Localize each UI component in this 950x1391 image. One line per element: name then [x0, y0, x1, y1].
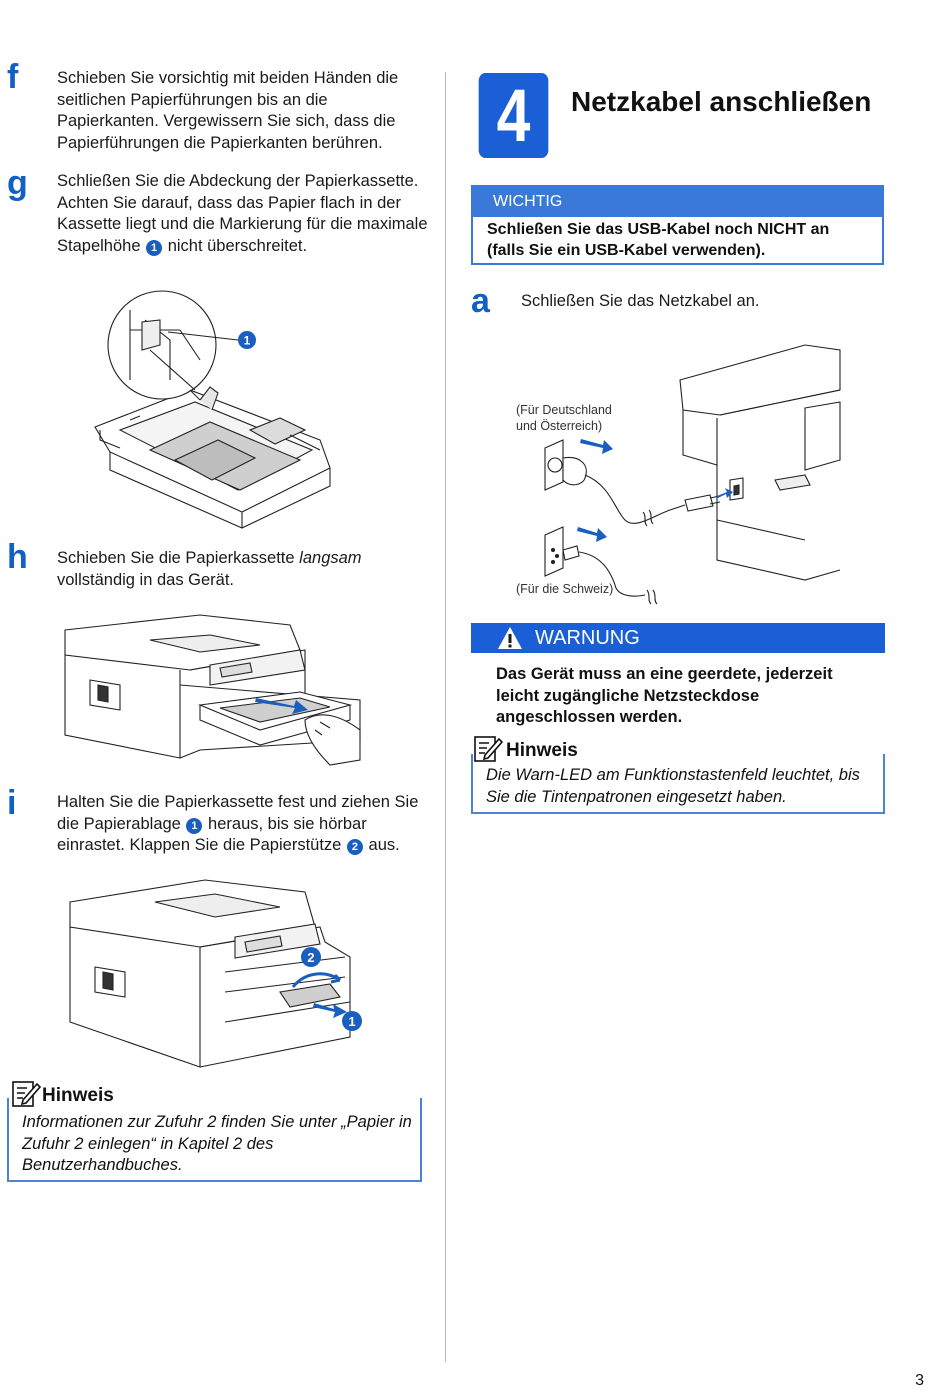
label-switzerland: (Für die Schweiz)	[516, 582, 613, 596]
section-title: Netzkabel anschließen	[571, 86, 872, 117]
step-g-text-before: Schließen Sie die Abdeckung der Papierka…	[57, 172, 428, 255]
warning-bar: WARNUNG	[471, 623, 885, 653]
label-germany-austria-line1: (Für Deutschland	[516, 403, 612, 417]
figure-i-callout-2: 2	[307, 950, 314, 965]
step-i-callout-1: 1	[186, 817, 203, 834]
label-germany-austria-line2: und Österreich)	[516, 419, 602, 433]
warning-label: WARNUNG	[535, 627, 640, 649]
note-left: Hinweis Informationen zur Zufuhr 2 finde…	[7, 1076, 422, 1182]
step-h-text-before: Schieben Sie die Papierkassette	[57, 549, 295, 567]
power-cable-illustration: (Für Deutschland und Österreich) (Für di…	[516, 344, 841, 605]
step-h-text: Schieben Sie die Papierkassette langsam …	[57, 548, 432, 591]
warning-triangle-icon	[498, 627, 522, 649]
column-divider	[445, 72, 446, 1362]
step-letter-i: i	[7, 784, 17, 822]
step-h-text-emphasis: langsam	[299, 549, 362, 567]
step-g-text: Schließen Sie die Abdeckung der Papierka…	[57, 171, 432, 257]
pencil-note-icon	[12, 1081, 41, 1107]
important-box: WICHTIG Schließen Sie das USB-Kabel noch…	[471, 185, 884, 265]
figure-i-callout-1: 1	[348, 1014, 355, 1029]
pencil-note-icon	[474, 736, 503, 762]
important-label: WICHTIG	[473, 187, 882, 217]
step-i-text: Halten Sie die Papierkassette fest und z…	[57, 792, 432, 857]
warning-text: Das Gerät muss an eine geerdete, jederze…	[496, 665, 833, 726]
note-right: Hinweis Die Warn-LED am Funktionstastenf…	[471, 732, 885, 814]
note-right-title: Hinweis	[506, 740, 578, 761]
figure-g-callout-1: 1	[244, 334, 251, 348]
section-number-badge: 4	[478, 73, 549, 158]
step-letter-a: a	[471, 282, 490, 320]
page-number: 3	[915, 1372, 924, 1389]
step-g-text-after: nicht überschreitet.	[167, 236, 308, 255]
printer-output-tray-illustration: 2 1	[69, 879, 362, 1068]
note-left-title: Hinweis	[42, 1085, 114, 1106]
step-a-text: Schließen Sie das Netzkabel an.	[521, 292, 760, 310]
step-letter-f: f	[7, 58, 19, 96]
callout-1: 1	[146, 239, 163, 256]
note-right-text: Die Warn-LED am Funktionstastenfeld leuc…	[486, 766, 860, 806]
step-i-text-1: Halten Sie die Papierkassette fest und z…	[57, 793, 419, 833]
step-f-text: Schieben Sie vorsichtig mit beiden Hände…	[57, 69, 399, 152]
step-i-text-3: aus.	[368, 836, 400, 854]
printer-insert-tray-illustration	[64, 614, 361, 766]
note-left-text: Informationen zur Zufuhr 2 finden Sie un…	[22, 1113, 412, 1174]
step-i-text-2: heraus, bis sie hörbar einrastet. Klappe…	[57, 814, 367, 855]
step-i-callout-2: 2	[346, 839, 363, 855]
step-h-text-after: vollständig in das Gerät.	[57, 570, 235, 589]
paper-tray-illustration: 1	[94, 290, 331, 529]
step-letter-h: h	[7, 538, 28, 576]
step-letter-g: g	[7, 164, 28, 202]
important-text: Schließen Sie das USB-Kabel noch NICHT a…	[487, 221, 830, 259]
